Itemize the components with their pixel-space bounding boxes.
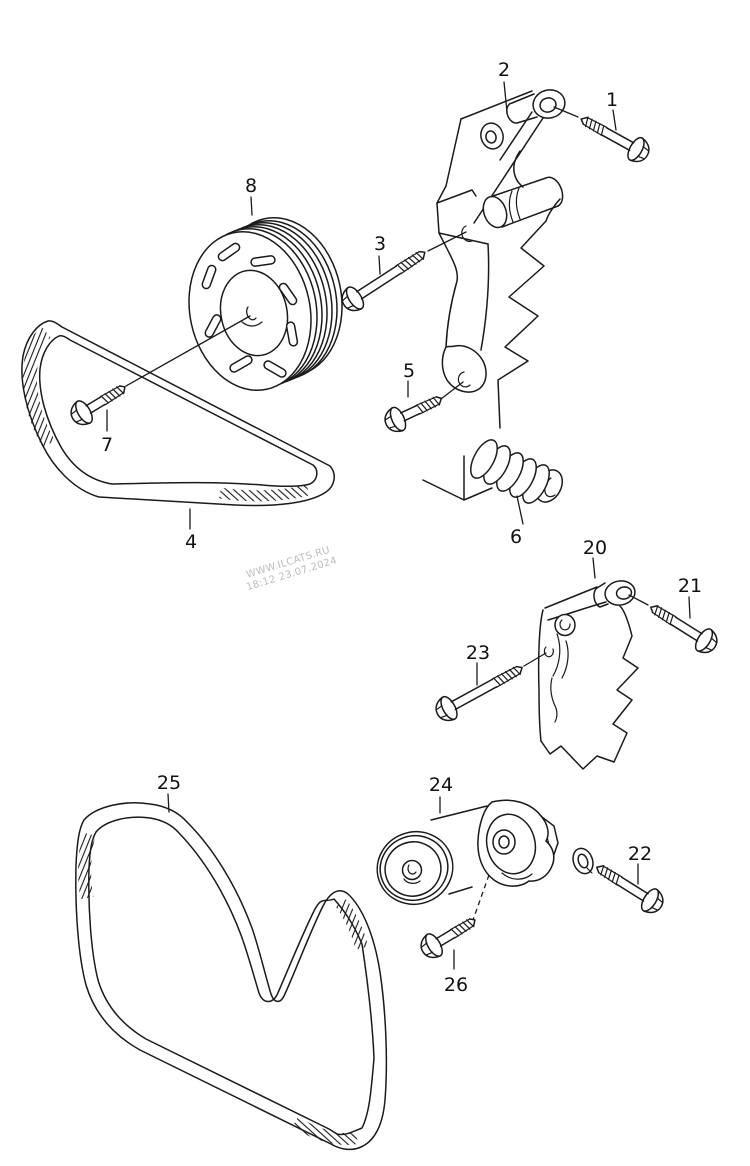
callout-label-3[interactable]: 3	[374, 233, 386, 255]
washer-22	[572, 847, 594, 875]
bolt-7	[65, 315, 251, 431]
callout-label-5[interactable]: 5	[403, 360, 415, 382]
bolt-21	[628, 594, 723, 659]
callout-label-7[interactable]: 7	[101, 434, 113, 456]
callout-label-24[interactable]: 24	[429, 774, 453, 796]
callout-label-8[interactable]: 8	[245, 175, 257, 197]
callout-label-21[interactable]: 21	[678, 575, 702, 597]
callout-label-2[interactable]: 2	[498, 59, 510, 81]
belt-25	[75, 802, 388, 1151]
belt-4	[21, 320, 335, 507]
pulley-slots	[201, 242, 299, 378]
pulley-8	[188, 217, 343, 391]
bolt-22	[572, 847, 669, 919]
bolt-3	[336, 231, 467, 317]
callout-label-1[interactable]: 1	[606, 89, 618, 111]
bolt-5	[380, 381, 464, 437]
bolt-1	[553, 106, 655, 167]
corner-mark	[422, 455, 493, 501]
callout-labels: 1 2 3 4 5 6 7 8 20 21 22 23 24 25 26	[101, 59, 702, 996]
bracket-2	[436, 89, 566, 429]
callout-label-20[interactable]: 20	[583, 537, 607, 559]
callout-label-23[interactable]: 23	[466, 642, 490, 664]
callout-label-26[interactable]: 26	[444, 974, 468, 996]
tensioner-24	[376, 799, 559, 921]
callout-label-22[interactable]: 22	[628, 843, 652, 865]
callout-label-25[interactable]: 25	[157, 772, 181, 794]
bolt-23	[430, 652, 547, 726]
callout-label-4[interactable]: 4	[185, 531, 197, 553]
callout-leaders	[106, 81, 691, 970]
callout-label-6[interactable]: 6	[510, 526, 522, 548]
bracket-20	[537, 580, 639, 770]
bolt-26	[415, 908, 483, 964]
spring-6	[422, 439, 564, 504]
